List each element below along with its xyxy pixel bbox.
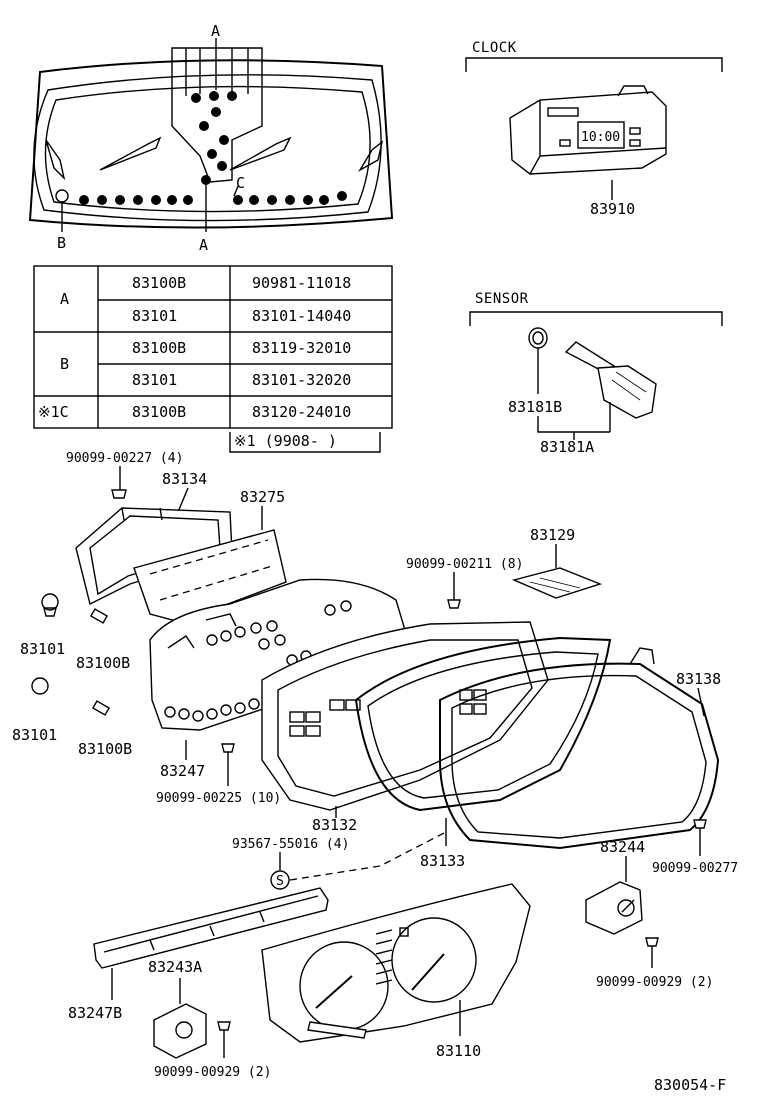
board-holes	[164, 600, 352, 722]
table-cell-number: 83101-14040	[252, 307, 351, 325]
label-90099-00277: 90099-00277	[652, 861, 738, 876]
table-row: 83101 83101-14040	[132, 307, 351, 325]
label-83100b-b: 83100B	[78, 740, 132, 758]
table-row: A 83100B 90981-11018	[60, 274, 351, 308]
table-cell-part: 83100B	[132, 339, 186, 357]
label-93567-55016: 93567-55016 (4)	[232, 837, 349, 852]
label-83138: 83138	[676, 670, 721, 688]
table-group-a: A	[60, 290, 69, 308]
bulb-83101-a	[41, 593, 59, 611]
sensor-header: SENSOR	[475, 291, 529, 307]
table-cell-number: 90981-11018	[252, 274, 351, 292]
cluster-rear-overview: A A B C	[28, 22, 394, 254]
table-row: 83101 83101-32020	[132, 371, 351, 389]
marker-a-bottom: A	[199, 236, 208, 254]
marker-c: C	[236, 174, 245, 192]
table-cell-part: 83101	[132, 371, 177, 389]
label-83134: 83134	[162, 470, 207, 488]
label-90099-00211: 90099-00211 (8)	[406, 557, 523, 572]
table-row: ※1C 83100B 83120-24010	[38, 403, 351, 421]
label-83132: 83132	[312, 816, 357, 834]
sensor-part-b: 83181B	[508, 398, 562, 416]
exploded-view: 90099-00227 (4) 83134 83275	[12, 451, 738, 1094]
label-83101-a: 83101	[20, 640, 65, 658]
table-cell-part: 83101	[132, 307, 177, 325]
table-footnote: ※1 (9908- )	[234, 432, 337, 450]
clock-group: CLOCK 10:00 83910	[465, 40, 723, 218]
label-83243a: 83243A	[148, 958, 202, 976]
bulb-sockets	[55, 91, 347, 205]
table-cell-number: 83119-32010	[252, 339, 351, 357]
clock-display: 10:00	[581, 130, 620, 145]
label-83110: 83110	[436, 1042, 481, 1060]
label-83133: 83133	[420, 852, 465, 870]
label-83101-b: 83101	[12, 726, 57, 744]
table-cell-number: 83120-24010	[252, 403, 351, 421]
bulb-83100b-b	[91, 700, 111, 716]
sensor-part-a: 83181A	[540, 438, 594, 456]
label-83129: 83129	[530, 526, 575, 544]
table-group-c: ※1C	[38, 403, 69, 421]
label-90099-00225: 90099-00225 (10)	[156, 791, 281, 806]
label-90099-00929-r: 90099-00929 (2)	[596, 975, 713, 990]
label-83100b-a: 83100B	[76, 654, 130, 672]
label-83247b: 83247B	[68, 1004, 122, 1022]
label-83275: 83275	[240, 488, 285, 506]
table-row: B 83100B 83119-32010	[60, 339, 351, 373]
sensor-group: SENSOR 83181B 83181A	[469, 291, 723, 456]
bulb-83100b-a	[89, 608, 109, 624]
table-cell-part: 83100B	[132, 274, 186, 292]
marker-a-top: A	[211, 22, 220, 40]
table-group-b: B	[60, 355, 69, 373]
label-90099-00929-l: 90099-00929 (2)	[154, 1065, 271, 1080]
label-90099-00227: 90099-00227 (4)	[66, 451, 183, 466]
table-cell-number: 83101-32020	[252, 371, 351, 389]
case-grid	[289, 689, 487, 737]
label-83247: 83247	[160, 762, 205, 780]
label-83244: 83244	[600, 838, 645, 856]
table-cell-part: 83100B	[132, 403, 186, 421]
clock-header: CLOCK	[472, 40, 517, 56]
diagram-code: 830054-F	[654, 1076, 726, 1094]
s-marker: S	[276, 874, 284, 889]
clock-part-number: 83910	[590, 200, 635, 218]
bulb-83101-b	[31, 677, 49, 695]
marker-b: B	[57, 234, 66, 252]
bulb-table: A 83100B 90981-11018 83101 83101-14040 B…	[33, 265, 393, 453]
